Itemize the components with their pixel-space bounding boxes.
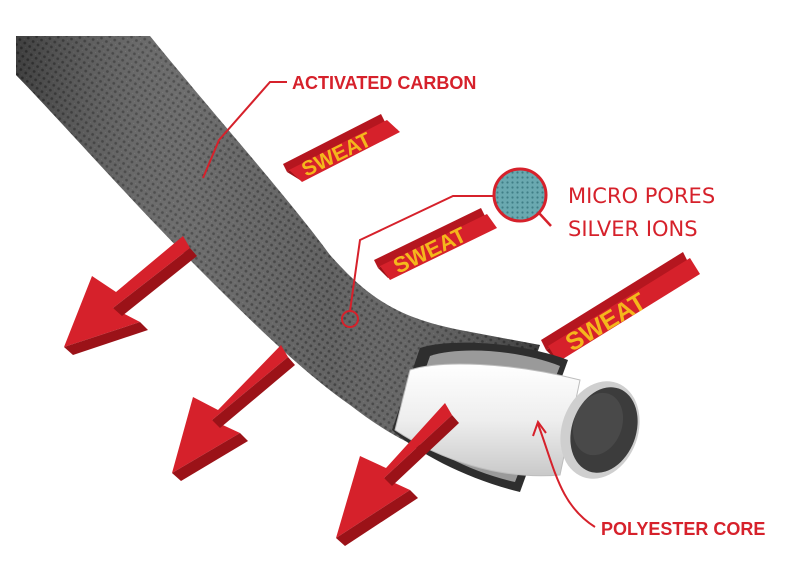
sweat-label-2: SWEAT — [389, 222, 470, 279]
arrow-1 — [64, 236, 197, 355]
sweat-label-1: SWEAT — [298, 128, 375, 181]
micro-pores-label: MICRO PORES — [568, 184, 715, 208]
sweat-bar-3: SWEAT — [541, 252, 700, 362]
callout-micro-pores: MICRO PORES SILVER IONS — [341, 167, 715, 328]
callout-polyester-core: POLYESTER CORE — [532, 419, 765, 539]
polyester-core — [394, 363, 640, 479]
activated-carbon-label: ACTIVATED CARBON — [292, 73, 476, 93]
callout-activated-carbon: ACTIVATED CARBON — [202, 73, 476, 179]
arrow-2 — [172, 345, 295, 481]
arrow-3 — [336, 403, 459, 546]
sweat-bar-2: SWEAT — [374, 208, 497, 280]
sweat-bar-1: SWEAT — [283, 114, 400, 182]
pore-zoom — [492, 167, 548, 223]
silver-ions-label: SILVER IONS — [568, 217, 698, 241]
polyester-core-label: POLYESTER CORE — [601, 519, 765, 539]
